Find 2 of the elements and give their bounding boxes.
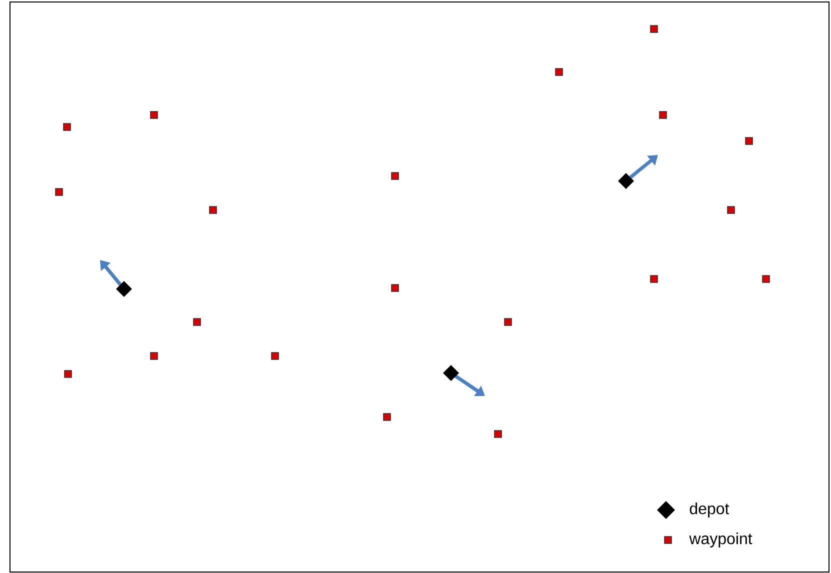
- legend-label: waypoint: [689, 532, 752, 548]
- legend-label: depot: [690, 502, 730, 518]
